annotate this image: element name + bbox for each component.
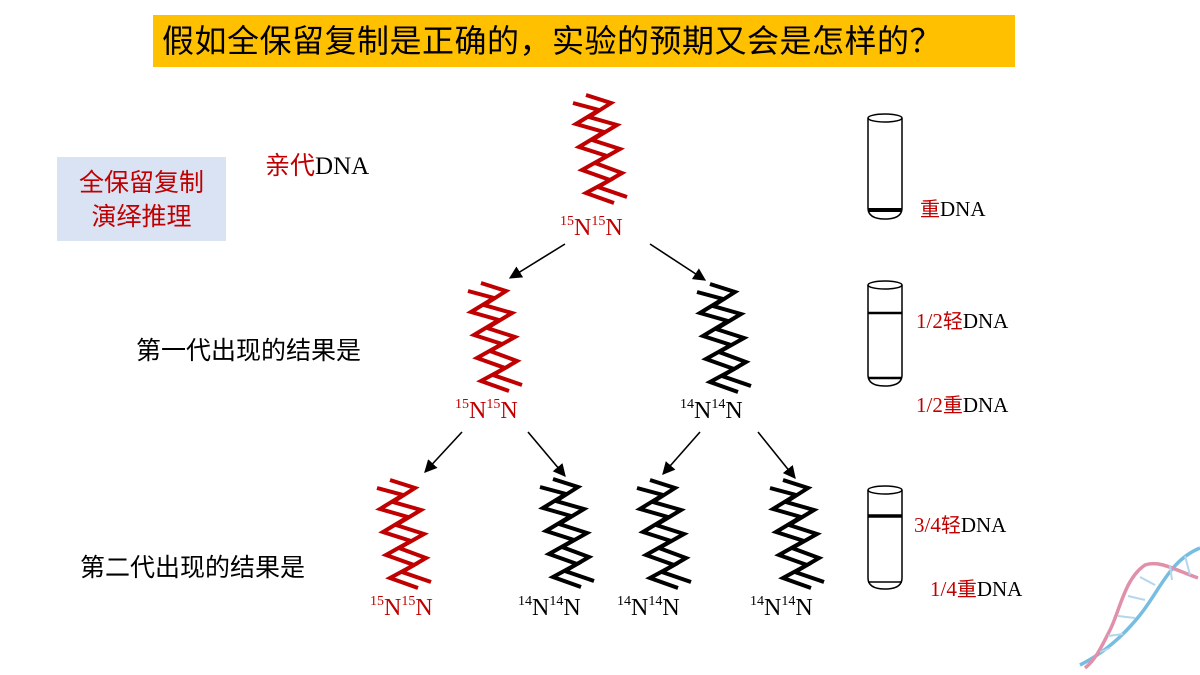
parent-label: 亲代DNA: [265, 146, 369, 182]
method-line-2: 演绎推理: [91, 202, 192, 231]
isotope-label-parent: 15N15N: [560, 214, 623, 242]
isotope-label-g2-2: 14N14N: [518, 594, 581, 622]
band-label-t3-heavy: 1/4重DNA: [930, 577, 1023, 601]
page-title: 假如全保留复制是正确的，实验的预期又会是怎样的？: [162, 22, 943, 60]
tube-parent: [867, 113, 903, 220]
isotope-label-g2-1: 15N15N: [370, 594, 433, 622]
arrow-g1-to-g2-4: [757, 431, 796, 479]
gen2-label: 第二代出现的结果是: [80, 553, 306, 582]
band-label-t1: 重DNA: [920, 197, 986, 221]
isotope-label-g2-4: 14N14N: [750, 594, 813, 622]
arrow-parent-to-g1-right: [649, 243, 707, 281]
dna-helix-decoration: [1079, 546, 1200, 670]
isotope-label-g1-right: 14N14N: [680, 397, 743, 425]
dna-strand-g1-left: [466, 281, 523, 393]
parent-label-en: DNA: [315, 153, 370, 180]
dna-strand-g2-1: [375, 478, 432, 590]
title-banner: [153, 15, 1015, 67]
dna-strand-g2-4: [768, 478, 825, 590]
band-label-t3-light: 3/4轻DNA: [914, 513, 1007, 537]
dna-strand-parent: [571, 93, 628, 205]
tube-g1: [867, 280, 903, 387]
arrow-parent-to-g1-left: [508, 243, 566, 279]
arrows: [424, 243, 796, 479]
parent-label-cn: 亲代: [265, 151, 316, 180]
arrow-g1-to-g2-3: [662, 431, 701, 475]
arrow-g1-to-g2-1: [424, 431, 463, 473]
tube-g2: [867, 485, 903, 590]
isotope-label-g2-3: 14N14N: [617, 594, 680, 622]
band-label-t2-light: 1/2轻DNA: [916, 309, 1009, 333]
dna-strand-g1-right: [695, 282, 752, 394]
gen1-label: 第一代出现的结果是: [136, 336, 362, 365]
method-box: [57, 157, 226, 241]
arrow-g1-to-g2-2: [527, 431, 566, 477]
method-line-1: 全保留复制: [78, 168, 204, 197]
band-label-t2-heavy: 1/2重DNA: [916, 393, 1009, 417]
isotope-label-g1-left: 15N15N: [455, 397, 518, 425]
dna-strand-g2-3: [635, 478, 692, 590]
dna-strand-g2-2: [538, 477, 595, 589]
